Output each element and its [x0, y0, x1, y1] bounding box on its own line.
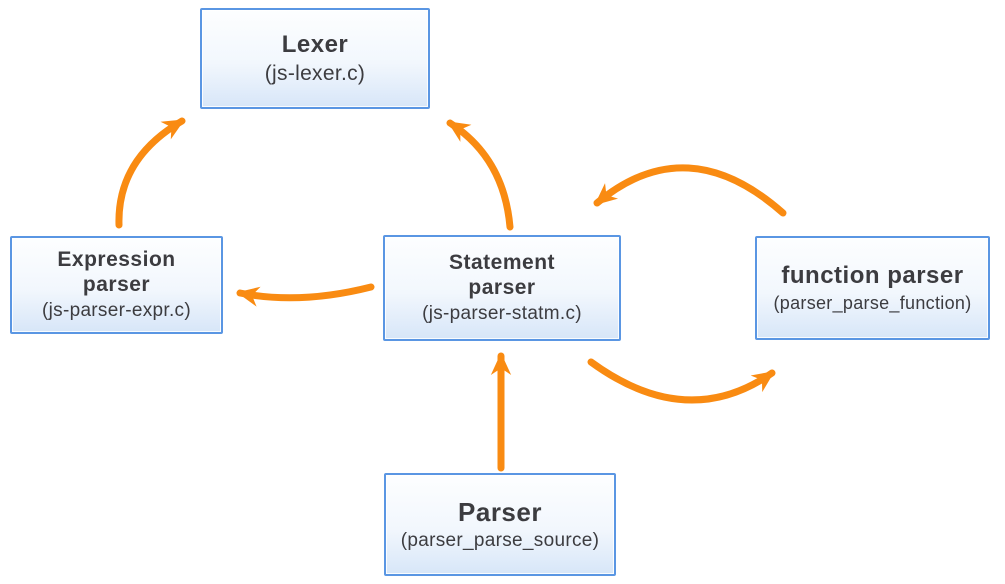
- node-function-parser: function parser (parser_parse_function): [755, 236, 990, 340]
- node-statement-parser: Statement parser (js-parser-statm.c): [383, 235, 621, 341]
- arrow-statement-parser-to-function-parser: [587, 358, 776, 404]
- node-lexer-subtitle: (js-lexer.c): [264, 62, 366, 86]
- arrow-expression-parser-to-lexer: [115, 117, 186, 229]
- node-function-parser-title: function parser: [781, 261, 964, 289]
- arrow-function-parser-to-statement-parser: [593, 164, 787, 217]
- node-parser-subtitle: (parser_parse_source): [400, 530, 600, 552]
- node-lexer: Lexer (js-lexer.c): [200, 8, 430, 109]
- node-parser: Parser (parser_parse_source): [384, 473, 616, 576]
- node-lexer-title: Lexer: [281, 30, 349, 58]
- node-parser-title: Parser: [458, 496, 542, 527]
- node-statement-parser-title: Statement parser: [448, 250, 556, 299]
- node-expression-parser: Expression parser (js-parser-expr.c): [10, 236, 223, 334]
- node-statement-parser-subtitle: (js-parser-statm.c): [422, 303, 582, 325]
- arrow-statement-parser-to-lexer: [446, 119, 514, 231]
- node-expression-parser-title: Expression parser: [57, 247, 176, 296]
- node-expression-parser-subtitle: (js-parser-expr.c): [42, 300, 191, 322]
- arrow-statement-parser-to-expression-parser: [236, 283, 375, 307]
- node-function-parser-subtitle: (parser_parse_function): [773, 293, 972, 314]
